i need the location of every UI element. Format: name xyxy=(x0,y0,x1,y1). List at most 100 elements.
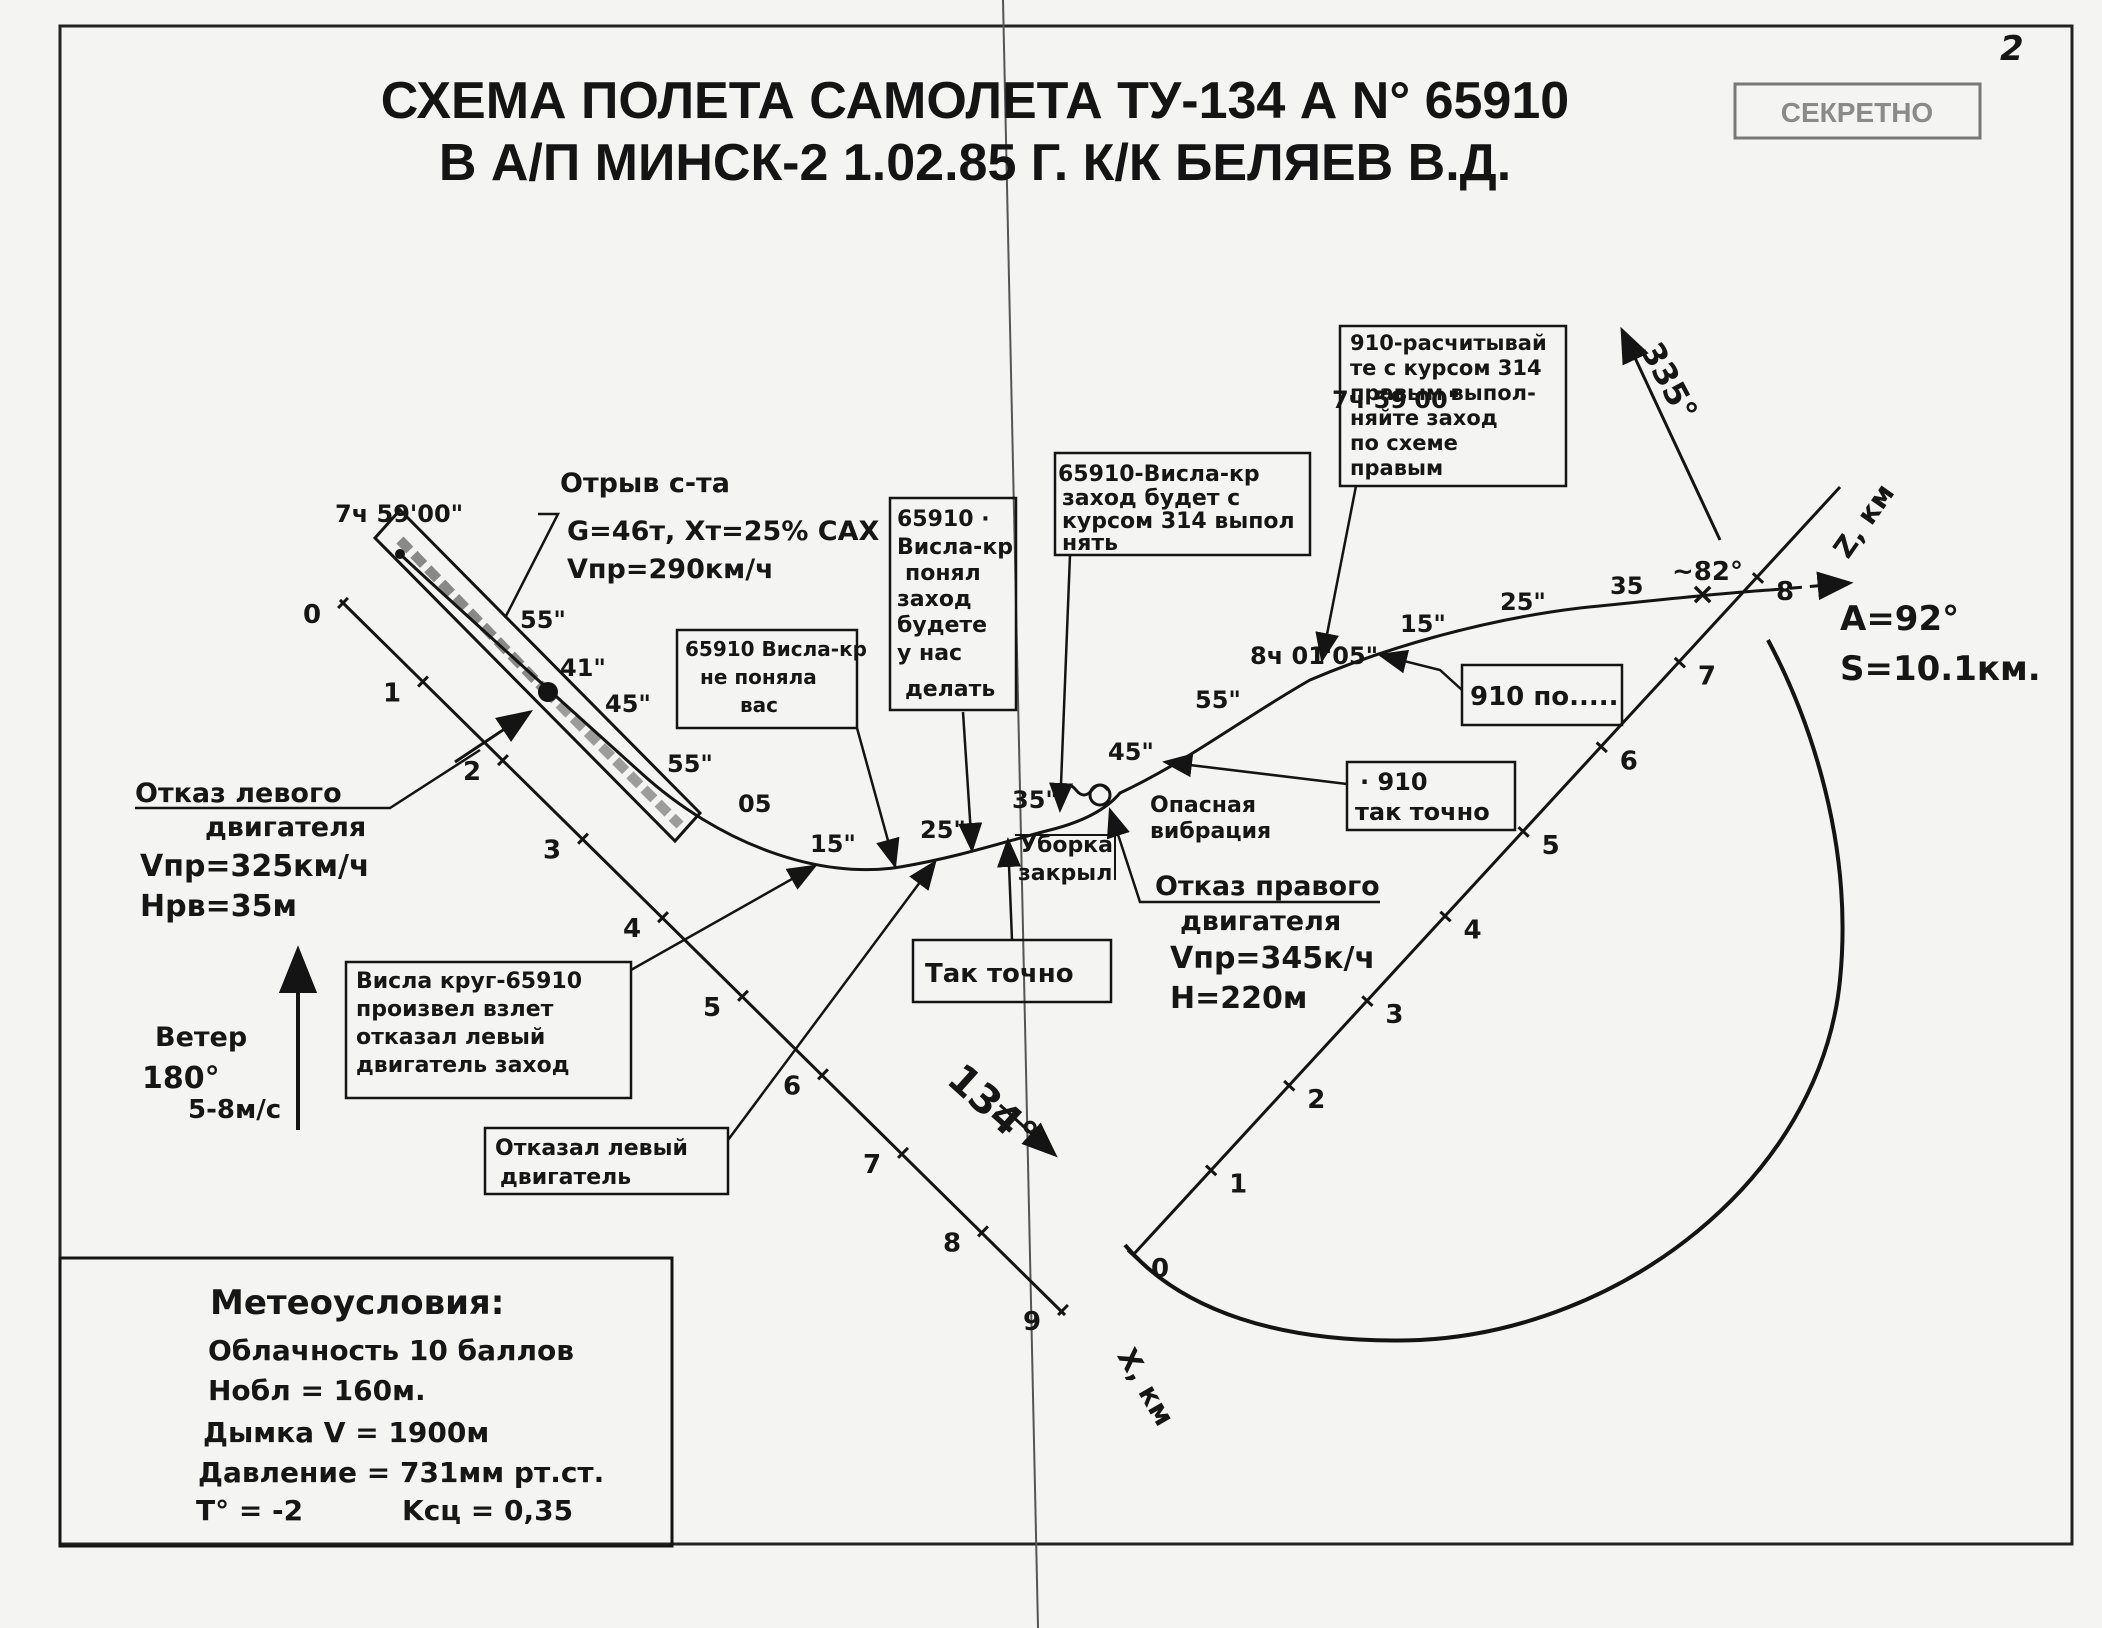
danger-vibration-1: Опасная xyxy=(1150,793,1256,818)
turn-cross-mark: × xyxy=(1690,577,1715,612)
time-45a: 45" xyxy=(605,690,651,718)
time-25b: 25" xyxy=(1500,588,1546,616)
z-axis-tick-label-8: 8 xyxy=(1776,577,1794,607)
x-axis-tick-1 xyxy=(417,675,429,688)
weather-temp: T° = -2 xyxy=(196,1494,303,1527)
x-axis-tick-8 xyxy=(977,1225,989,1238)
z-axis-tick-label-5: 5 xyxy=(1542,831,1560,861)
z-axis-tick-label-6: 6 xyxy=(1620,746,1638,776)
stamp-text: СЕКРЕТНО xyxy=(1781,97,1933,128)
x-axis-tick-6 xyxy=(817,1068,829,1081)
wind-speed: 5-8м/с xyxy=(188,1095,281,1125)
z-axis-tick-label-7: 7 xyxy=(1698,662,1716,692)
radio-box-6: Отказал левый двигатель xyxy=(483,859,937,1196)
weather-clouds: Облачность 10 баллов xyxy=(208,1334,574,1367)
time-15a: 15" xyxy=(810,830,856,858)
left-engine-failure-annotation: Отказ левого двигателя Vпр=325км/ч Hрв=3… xyxy=(135,710,533,924)
fold-line xyxy=(1002,0,1039,1628)
angle-82-label: ~82° xyxy=(1672,557,1743,587)
left-failure-speed: Vпр=325км/ч xyxy=(140,849,370,884)
takeoff-time: 7ч 59'00" xyxy=(1332,386,1460,414)
time-15b: 15" xyxy=(1400,610,1446,638)
x-axis-tick-label-4: 4 xyxy=(623,914,641,944)
return-arc xyxy=(1123,639,1845,1343)
weather-friction: Kсц = 0,35 xyxy=(402,1494,573,1527)
page-number: 2 xyxy=(2000,29,2024,69)
liftoff-annotation: Отрыв с-та G=46т, Xт=25% САХ Vпр=290км/ч xyxy=(503,468,879,619)
radio-box-5: Висла круг-65910 произвел взлет отказал … xyxy=(344,864,818,1100)
x-axis-tick-0 xyxy=(337,596,349,610)
weather-cloud-base: Hобл = 160м. xyxy=(208,1374,426,1407)
liftoff-time: 7ч 59'00" xyxy=(335,500,463,528)
radio-box-8-text: 910 по..... xyxy=(1470,682,1619,712)
radio-box-5-text: Висла круг-65910 произвел взлет отказал … xyxy=(356,969,590,1078)
radio-box-9: · 910 так точно xyxy=(1162,753,1517,832)
x-axis-line xyxy=(338,598,1067,1317)
z-axis-tick-3 xyxy=(1361,995,1374,1007)
z-axis-tick-1 xyxy=(1204,1164,1218,1177)
z-axis-line xyxy=(1131,485,1842,1257)
radio-box-7-text: Так точно xyxy=(925,959,1074,989)
bearing-azimuth: A=92° xyxy=(1840,599,1959,639)
page-frame xyxy=(58,24,2074,1546)
time-25a: 25" xyxy=(920,816,966,844)
x-axis-tick-label-1: 1 xyxy=(383,679,401,709)
heading-134-arrow xyxy=(998,1103,1058,1158)
flight-path xyxy=(398,552,1771,872)
x-axis-tick-label-8: 8 xyxy=(943,1228,961,1258)
left-failure-title-2: двигателя xyxy=(205,812,366,843)
weather-title: Метеоусловия: xyxy=(210,1283,504,1323)
wind-indicator: Ветер 180° 5-8м/с xyxy=(142,945,318,1130)
radio-box-1-text: 65910 Висла-кр не поняла вас xyxy=(685,637,874,717)
weather-haze: Дымка V = 1900м xyxy=(203,1416,489,1449)
right-failure-height: H=220м xyxy=(1170,981,1307,1016)
radio-box-1: 65910 Висла-кр не поняла вас xyxy=(675,628,900,869)
z-axis-tick-label-1: 1 xyxy=(1229,1169,1247,1199)
radio-box-2: 65910 · Висла-кр понял заход будете у на… xyxy=(888,496,1021,853)
time-55a: 55" xyxy=(520,606,566,634)
radio-box-9-text: · 910 так точно xyxy=(1355,768,1490,826)
time-05: 05 xyxy=(738,790,771,818)
x-axis-tick-label-3: 3 xyxy=(543,836,561,866)
liftoff-heading: Отрыв с-та xyxy=(560,468,730,499)
time-35a: 35" xyxy=(1012,786,1058,814)
danger-vibration-2: вибрация xyxy=(1150,819,1271,844)
weather-pressure: Давление = 731мм рт.ст. xyxy=(198,1456,604,1489)
x-axis-tick-5 xyxy=(737,989,749,1002)
z-axis-tick-5 xyxy=(1517,826,1530,838)
time-35b: 35 xyxy=(1610,572,1643,600)
radio-box-2-text: 65910 · Висла-кр понял заход будете у на… xyxy=(897,507,1021,702)
flaps-line-2: закрыл xyxy=(1018,861,1112,886)
x-axis-tick-label-6: 6 xyxy=(783,1071,801,1101)
x-axis-tick-4 xyxy=(657,911,669,924)
right-engine-failure-annotation: Отказ правого двигателя Vпр=345к/ч H=220… xyxy=(1106,807,1380,1016)
secret-stamp: СЕКРЕТНО xyxy=(1733,82,1982,140)
x-axis-tick-3 xyxy=(577,832,589,845)
right-failure-title-2: двигателя xyxy=(1180,906,1341,937)
radio-box-3-text: 65910-Висла-кр заход будет с курсом 314 … xyxy=(1058,462,1302,556)
left-failure-height: Hрв=35м xyxy=(140,889,297,924)
z-axis-tick-6 xyxy=(1595,741,1608,754)
radio-box-7: Так точно xyxy=(911,837,1113,1004)
z-axis-tick-label-2: 2 xyxy=(1307,1085,1325,1115)
x-axis-tick-label-9: 9 xyxy=(1023,1307,1041,1337)
bearing-distance: S=10.1км. xyxy=(1840,649,2041,689)
radio-box-3: 65910-Висла-кр заход будет с курсом 314 … xyxy=(1049,451,1312,813)
x-axis-tick-9 xyxy=(1057,1303,1069,1317)
wind-direction: 180° xyxy=(142,1061,220,1096)
x-axis-tick-label-5: 5 xyxy=(703,993,721,1023)
flaps-retraction-annotation: Уборка закрыл xyxy=(1015,833,1116,886)
liftoff-weight: G=46т, Xт=25% САХ xyxy=(567,516,879,547)
left-failure-title-1: Отказ левого xyxy=(135,778,342,809)
flight-path-extension xyxy=(1769,571,1854,601)
z-axis-tick-label-4: 4 xyxy=(1464,916,1482,946)
title-line-1: СХЕМА ПОЛЕТА САМОЛЕТА ТУ-134 А N° 65910 xyxy=(381,72,1569,130)
x-axis-tick-label-7: 7 xyxy=(863,1150,881,1180)
time-55b: 55" xyxy=(667,750,713,778)
right-failure-title-1: Отказ правого xyxy=(1155,871,1380,902)
z-axis-tick-8 xyxy=(1751,572,1765,584)
time-55c: 55" xyxy=(1195,686,1241,714)
